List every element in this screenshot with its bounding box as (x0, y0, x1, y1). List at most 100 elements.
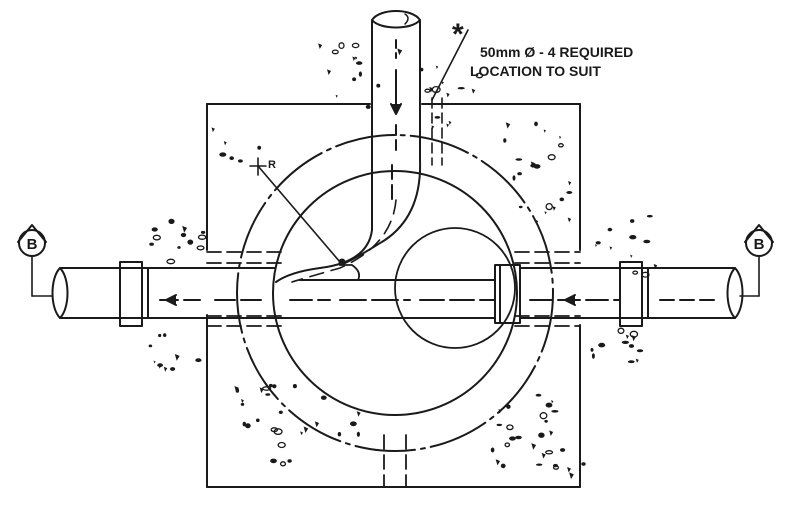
aggregate-mark (498, 408, 502, 414)
aggregate-mark (636, 349, 644, 353)
aggregate-mark (567, 467, 571, 473)
aggregate-mark (567, 217, 572, 223)
aggregate-mark (569, 472, 574, 480)
aggregate-mark (335, 94, 338, 98)
aggregate-mark (158, 333, 162, 338)
note-leader (431, 29, 469, 101)
aggregate-mark (429, 86, 434, 93)
aggregate-mark (270, 427, 279, 433)
aggregate-mark (635, 358, 639, 363)
aggregate-mark (177, 246, 181, 249)
aggregate-mark (314, 421, 320, 428)
aggregate-mark (255, 418, 260, 423)
aggregate-mark (446, 92, 450, 98)
aggregate-mark (607, 227, 613, 232)
benching-circle (394, 227, 516, 349)
aggregate-mark (350, 421, 357, 427)
aggregate-mark (365, 104, 371, 109)
aggregate-mark (541, 452, 546, 459)
aggregate-mark (277, 441, 286, 449)
aggregate-mark (471, 88, 476, 94)
radius-leader (249, 157, 341, 263)
aggregate-mark (153, 360, 156, 364)
aggregate-mark (509, 436, 516, 441)
aggregate-mark (174, 353, 180, 361)
aggregate-mark (240, 402, 245, 406)
section-label-right: B (754, 236, 765, 253)
aggregate-mark (505, 122, 511, 129)
aggregate-mark (631, 335, 636, 342)
aggregate-mark (653, 263, 658, 269)
aggregate-mark (557, 143, 564, 148)
aggregate-mark (560, 448, 566, 452)
aggregate-mark (287, 459, 292, 463)
aggregate-mark (515, 435, 522, 440)
bottom-channel (383, 434, 407, 488)
aggregate-mark (503, 138, 507, 143)
aggregate-mark (641, 271, 650, 278)
aggregate-mark (338, 42, 345, 50)
concrete-block (206, 103, 581, 488)
aggregate-mark (495, 459, 501, 466)
aggregate-mark (545, 450, 554, 455)
aggregate-mark (419, 67, 424, 72)
aggregate-mark (506, 424, 514, 431)
aggregate-mark (180, 232, 187, 238)
aggregate-mark (544, 211, 547, 215)
aggregate-mark (545, 402, 553, 408)
aggregate-mark (170, 367, 176, 371)
aggregate-mark (151, 227, 158, 232)
aggregate-mark (245, 423, 251, 429)
aggregate-mark (627, 360, 635, 364)
aggregate-mark (268, 383, 273, 388)
aggregate-mark (358, 71, 362, 77)
aggregate-mark (431, 125, 435, 130)
aggregate-mark (568, 181, 572, 186)
aggregate-mark (517, 172, 522, 176)
aggregate-mark (229, 156, 234, 161)
aggregate-mark (356, 61, 363, 65)
aggregate-mark (630, 219, 635, 223)
section-label-left: B (27, 236, 38, 253)
aggregate-mark (545, 202, 553, 211)
aggregate-mark (533, 164, 541, 169)
radius-label: R (268, 159, 276, 171)
aggregate-mark (149, 242, 154, 246)
aggregate-mark (278, 410, 283, 414)
aggregate-mark (535, 393, 542, 397)
aggregate-mark (549, 430, 554, 436)
aggregate-mark (621, 340, 630, 344)
aggregate-mark (643, 239, 651, 244)
aggregate-mark (182, 225, 188, 233)
aggregate-mark (534, 121, 538, 127)
aggregate-mark (211, 127, 215, 133)
aggregate-mark (629, 330, 639, 338)
aggregate-mark (242, 421, 246, 427)
aggregate-mark (566, 191, 573, 194)
aggregate-mark (547, 154, 556, 161)
concrete-aggregate-stipple (148, 42, 658, 480)
aggregate-mark (166, 258, 176, 265)
aggregate-mark (559, 136, 562, 140)
aggregate-mark (515, 158, 523, 161)
aggregate-mark (235, 388, 240, 393)
aggregate-mark (279, 461, 287, 467)
aggregate-mark (500, 463, 506, 469)
channel-walls (206, 251, 581, 327)
aggregate-mark (354, 56, 358, 60)
aggregate-mark (518, 205, 523, 209)
aggregate-mark (223, 141, 227, 146)
main-pipe (51, 267, 744, 319)
aggregate-mark (628, 344, 635, 348)
aggregate-mark (265, 393, 271, 396)
aggregate-mark (318, 43, 323, 49)
aggregate-mark (148, 344, 153, 348)
curved-channel (275, 159, 422, 283)
aggregate-mark (270, 458, 277, 464)
note-line-2: LOCATION TO SUIT (470, 63, 601, 79)
aggregate-mark (559, 197, 565, 202)
aggregate-mark (187, 239, 194, 245)
aggregate-mark (163, 366, 168, 372)
aggregate-mark (629, 235, 637, 240)
